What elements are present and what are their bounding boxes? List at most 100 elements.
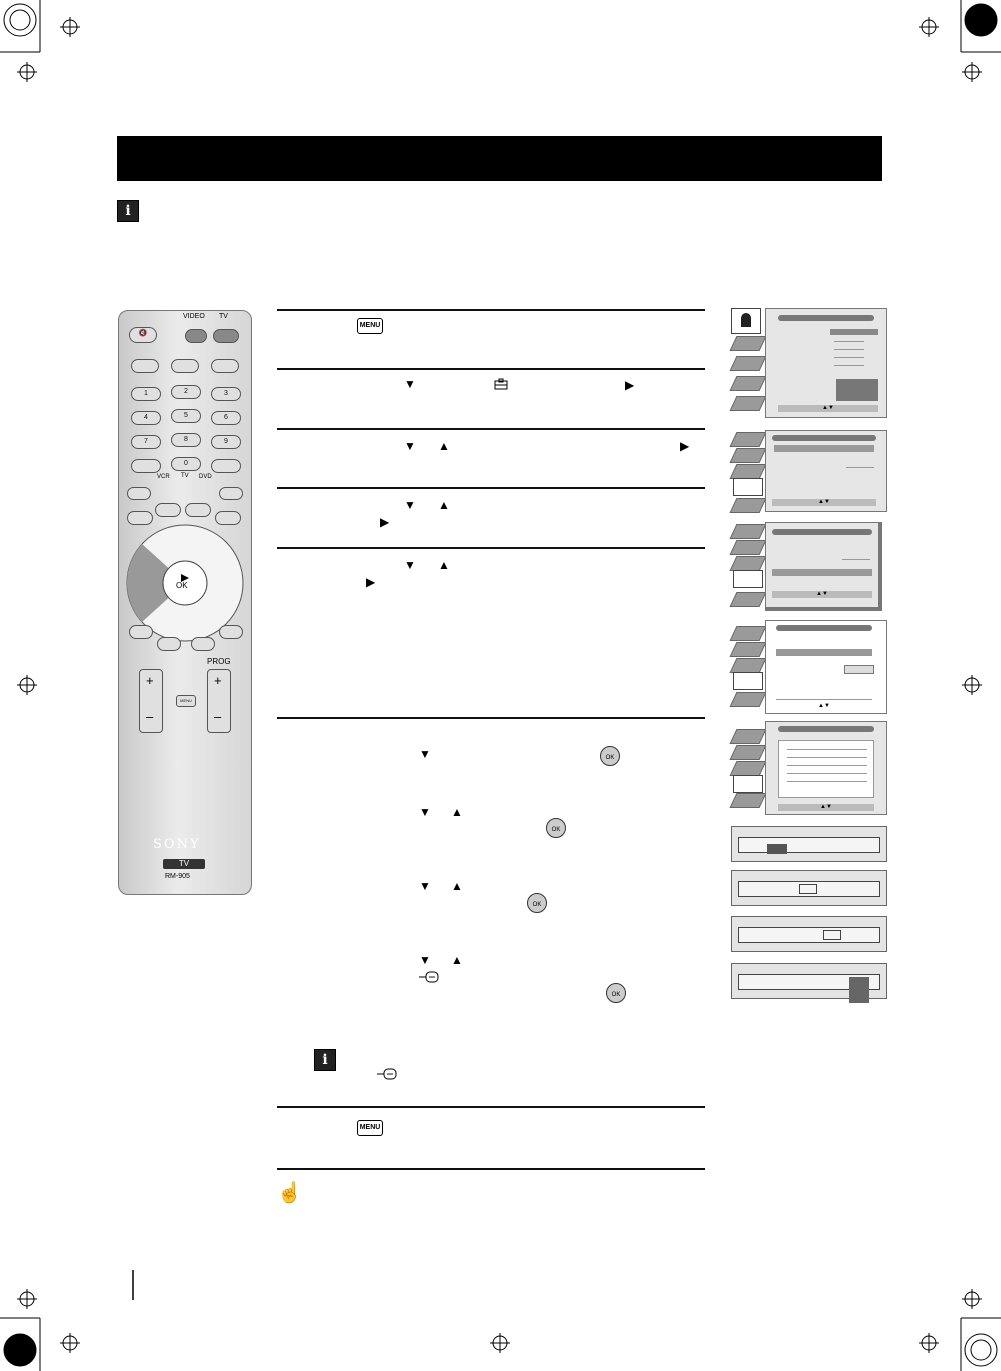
- step-divider: [277, 309, 705, 311]
- osd-highlight-row: [774, 445, 874, 452]
- osd-title-bar: [778, 726, 874, 732]
- setup-tab-icon: [733, 672, 763, 690]
- remote-key: [171, 359, 199, 373]
- arrow-down-icon: ▼: [404, 558, 416, 572]
- volume-minus: –: [146, 709, 154, 724]
- osd-panel: ▲▼: [765, 721, 887, 815]
- osd-input-field: [738, 927, 880, 943]
- list-row: [787, 773, 867, 774]
- features-tab-icon: [729, 658, 767, 673]
- prog-label: PROG: [207, 657, 231, 666]
- remote-key: [127, 511, 153, 525]
- remote-key: [215, 511, 241, 525]
- arrow-right-icon: ▶: [366, 575, 376, 589]
- remote-key: [127, 487, 151, 500]
- osd-menu-setup: ▲▼: [729, 428, 887, 513]
- digit-key: 7: [131, 435, 161, 449]
- list-row: [787, 757, 867, 758]
- mute-button: 🔇: [129, 327, 157, 343]
- step-divider: [277, 428, 705, 430]
- picture-tab-icon: [729, 524, 767, 539]
- ok-button-icon: OK: [600, 746, 620, 766]
- remote-key: [131, 459, 161, 473]
- step-divider: [277, 547, 705, 549]
- step-divider: [277, 717, 705, 719]
- menu-button-icon: MENU: [357, 318, 383, 334]
- arrow-right-icon: ▶: [680, 439, 690, 453]
- slider: [834, 357, 864, 358]
- step-divider: [277, 1168, 705, 1170]
- digit-key: 2: [171, 385, 201, 399]
- arrow-right-icon: ▶: [625, 378, 635, 392]
- osd-menu-setup-3: ▲▼: [729, 618, 887, 714]
- osd-input-strip: [731, 916, 887, 952]
- arrow-up-icon: ▲: [438, 498, 450, 512]
- tv-badge: TV: [163, 859, 205, 869]
- osd-input-strip: [731, 826, 887, 862]
- osd-line: [846, 467, 874, 468]
- digit-key: 4: [131, 411, 161, 425]
- sound-tab-icon: [729, 336, 767, 351]
- remote-key: [157, 637, 181, 651]
- sound-tab-icon: [729, 642, 767, 657]
- sound-tab-icon: [729, 448, 767, 463]
- remote-key: [129, 625, 153, 639]
- program-rocker: [207, 669, 231, 733]
- text-button-icon: [419, 971, 439, 983]
- arrow-up-icon: ▲: [438, 558, 450, 572]
- osd-input-field: [738, 974, 880, 1003]
- osd-input-field: [738, 881, 880, 897]
- arrow-down-icon: ▼: [419, 953, 431, 967]
- osd-title-bar: [772, 529, 872, 535]
- osd-title-bar: [776, 625, 872, 631]
- digit-key: 3: [211, 387, 241, 401]
- arrow-down-icon: ▼: [419, 747, 431, 761]
- osd-highlight-row: [776, 649, 872, 656]
- osd-menu-setup-2: ▲▼: [729, 520, 887, 611]
- remote-key: [155, 503, 181, 517]
- navigation-pad: [126, 524, 244, 642]
- arrow-up-icon: ▲: [451, 805, 463, 819]
- digit-key: 9: [211, 435, 241, 449]
- osd-nav-hint: ▲▼: [776, 703, 872, 710]
- tip-icon: ☝: [277, 1182, 302, 1204]
- arrow-down-icon: ▼: [404, 498, 416, 512]
- osd-menu-picture: ▲▼: [729, 306, 887, 418]
- tv-small-label: TV: [181, 473, 189, 479]
- arrow-down-icon: ▼: [404, 439, 416, 453]
- remote-key: [131, 359, 159, 373]
- model-number: RM-905: [165, 873, 190, 880]
- arrow-down-icon: ▼: [404, 377, 416, 391]
- ok-button-icon: OK: [546, 818, 566, 838]
- features-tab-icon: [729, 761, 767, 776]
- slider: [834, 349, 864, 350]
- step-divider: [277, 1106, 705, 1108]
- remote-control-illustration: 🔇 VIDEO TV 1 2 3 4 5 6 7 8 9 0 VCR TV DV…: [118, 310, 252, 895]
- arrow-right-icon: ▶: [380, 515, 390, 529]
- remote-menu-key: MENU: [176, 695, 196, 707]
- osd-title-bar: [778, 315, 874, 321]
- slider: [834, 341, 864, 342]
- arrow-up-icon: ▲: [451, 879, 463, 893]
- vcr-label: VCR: [157, 474, 170, 480]
- preset-tab-icon: [729, 592, 767, 607]
- list-row: [787, 749, 867, 750]
- preset-tab-icon: [729, 793, 767, 808]
- digit-key: 0: [171, 457, 201, 471]
- osd-nav-hint: ▲▼: [778, 804, 874, 811]
- section-header-bar: [117, 136, 882, 181]
- ok-button-icon: OK: [606, 983, 626, 1003]
- osd-panel: ▲▼: [765, 620, 887, 714]
- preset-tab-icon: [729, 498, 767, 513]
- ok-button-icon: OK: [527, 893, 547, 913]
- osd-title-bar: [772, 435, 876, 441]
- osd-input-strip: [731, 870, 887, 906]
- osd-line: [776, 699, 872, 700]
- volume-plus: +: [146, 673, 154, 688]
- text-button-icon: [377, 1068, 397, 1080]
- info-icon: i: [314, 1049, 336, 1071]
- digit-key: 6: [211, 411, 241, 425]
- osd-panel: ▲▼: [765, 522, 882, 611]
- video-label: VIDEO: [183, 313, 205, 320]
